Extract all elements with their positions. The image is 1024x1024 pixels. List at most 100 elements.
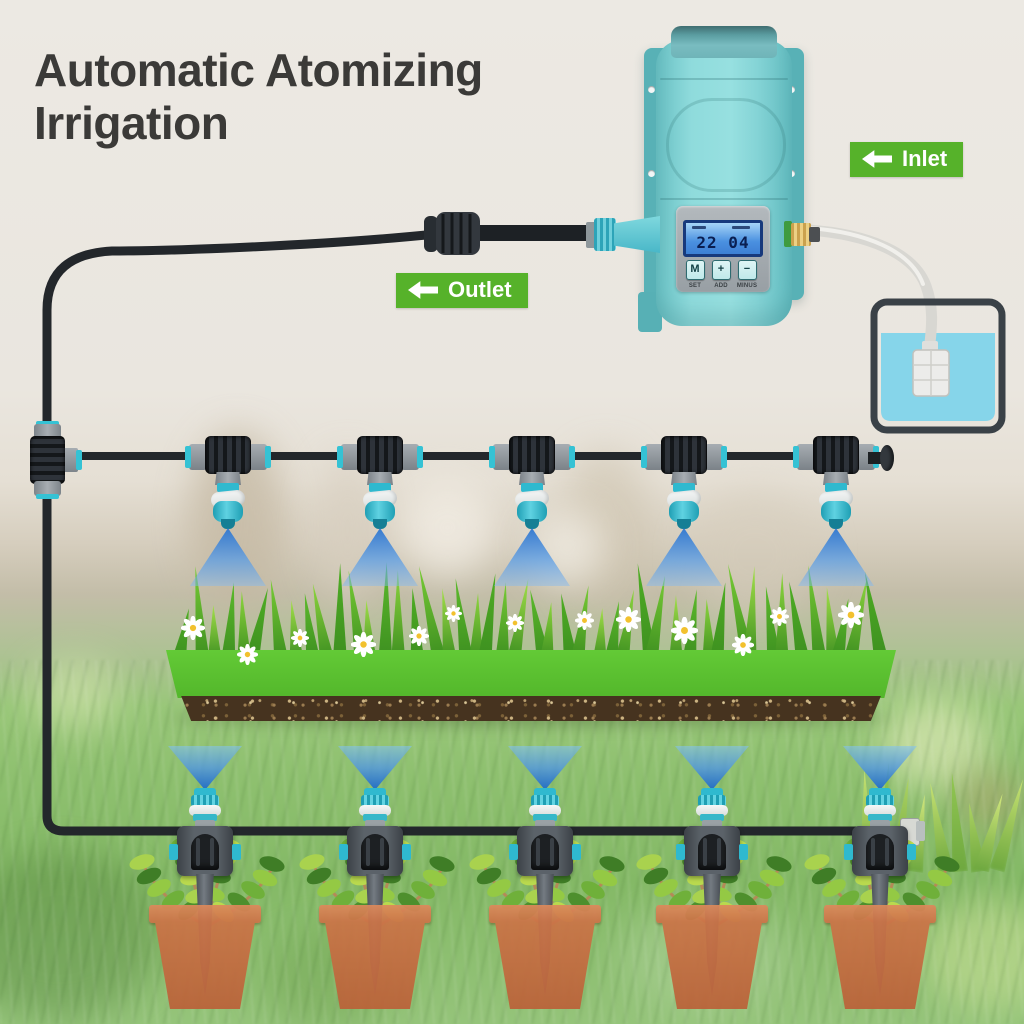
tee-ribbed-body: [205, 436, 251, 474]
nozzle-white-ring: [864, 805, 896, 816]
nozzle-teal-ring: [193, 814, 217, 821]
nozzle-body: [213, 501, 243, 522]
tee-cap: [34, 424, 61, 439]
nozzle-white-ring: [529, 805, 561, 816]
nozzle-body: [821, 501, 851, 522]
nozzle-ribbed-ring: [531, 795, 559, 807]
inlet-label-text: Inlet: [902, 146, 948, 171]
fitting-arch: [698, 834, 726, 870]
outlet-label: Outlet: [396, 273, 528, 308]
tee-cap: [705, 444, 723, 470]
nozzle-ribbed-ring: [361, 795, 389, 807]
daisy-flower: [445, 604, 463, 627]
pot-rim: [489, 905, 601, 923]
tee-cap: [341, 444, 359, 470]
nozzle-teal-ring: [363, 814, 387, 821]
fitting-teal-nib: [509, 844, 518, 860]
tee-ribbed-body: [509, 436, 555, 474]
daisy-flower: [350, 631, 376, 662]
fitting-teal-nib: [169, 844, 178, 860]
device-button-glyph: −: [737, 260, 757, 280]
tee-teal-ring: [793, 446, 799, 468]
fitting-teal-nib: [572, 844, 581, 860]
lcd-display: 22 04: [683, 220, 763, 257]
terracotta-pot: [824, 905, 936, 1009]
nozzle-tip: [829, 519, 843, 529]
nozzle-cap: [869, 788, 891, 797]
tee-branch: [62, 448, 78, 472]
daisy-flower: [769, 607, 789, 631]
daisy-icon: [290, 628, 310, 648]
tee-ribbed-body: [661, 436, 707, 474]
tee-teal-ring: [569, 446, 575, 468]
device-seam: [660, 198, 788, 200]
fitting-rib: [550, 838, 554, 866]
daisy-icon: [445, 604, 463, 623]
tee-teal-ring: [337, 446, 343, 468]
pot-body: [830, 922, 930, 1009]
bed-soil: [181, 696, 881, 721]
daisy-icon: [409, 626, 430, 647]
fitting-rib: [210, 838, 214, 866]
nozzle-stub: [519, 472, 545, 485]
nozzle-collar: [870, 820, 890, 828]
outlet-ring: [586, 222, 596, 248]
screw-icon: [648, 170, 655, 177]
daisy-flower: [237, 643, 259, 670]
daisy-flower: [505, 613, 525, 637]
nozzle-white-ring: [359, 805, 391, 816]
daisy-flower: [616, 606, 642, 637]
nozzle-collar: [535, 820, 555, 828]
tee-cap: [493, 444, 511, 470]
fitting-rib: [536, 838, 540, 866]
inlet-gasket: [784, 221, 792, 247]
flower-bed: [166, 548, 896, 728]
tee-ribbed-body: [30, 436, 65, 484]
nozzle-stub: [367, 472, 393, 485]
arrow-left-icon: [408, 281, 438, 299]
daisy-icon: [731, 634, 755, 657]
fitting-rib: [196, 838, 200, 866]
fountain-spray-cone: [508, 746, 582, 790]
tee-teal-ring: [417, 446, 423, 468]
drip-stake-icon: [622, 742, 802, 1014]
mist-spray-cone: [494, 528, 570, 586]
nozzle-teal-ring: [521, 483, 543, 492]
nozzle-teal-ring: [217, 483, 239, 492]
fitting-arch: [866, 834, 894, 870]
fitting-teal-nib: [339, 844, 348, 860]
fitting-rib: [885, 838, 889, 866]
tee-teal-ring: [721, 446, 727, 468]
nozzle-stub: [671, 472, 697, 485]
nozzle-ribbed-ring: [698, 795, 726, 807]
daisy-icon: [670, 616, 699, 644]
fitting-arch: [361, 834, 389, 870]
grass-blade: [264, 579, 288, 661]
nozzle-white-ring: [189, 805, 221, 816]
arrow-left-icon: [862, 150, 892, 168]
lcd-microtext: [732, 226, 750, 229]
tee-teal-ring: [641, 446, 647, 468]
mist-nozzle-icon: [487, 420, 577, 590]
tee-teal-ring: [36, 421, 59, 426]
filter-icon: [912, 341, 950, 397]
tee-ribbed-body: [357, 436, 403, 474]
nozzle-teal-ring: [868, 814, 892, 821]
mist-line-end-plug: [868, 444, 902, 472]
device-button-minus: −MINUS: [736, 260, 758, 289]
nozzle-tip: [221, 519, 235, 529]
mist-nozzle-icon: [639, 420, 729, 590]
nozzle-ribbed-ring: [866, 795, 894, 807]
daisy-icon: [505, 613, 525, 632]
daisy-icon: [837, 601, 865, 629]
daisy-icon: [237, 643, 259, 666]
nozzle-teal-ring: [825, 483, 847, 492]
terracotta-pot: [149, 905, 261, 1009]
device-top-cap: [671, 26, 777, 58]
tee-teal-ring: [489, 446, 495, 468]
mist-nozzle-icon: [183, 420, 273, 590]
nozzle-teal-ring: [700, 814, 724, 821]
terracotta-pot: [319, 905, 431, 1009]
daisy-flower: [575, 610, 595, 635]
